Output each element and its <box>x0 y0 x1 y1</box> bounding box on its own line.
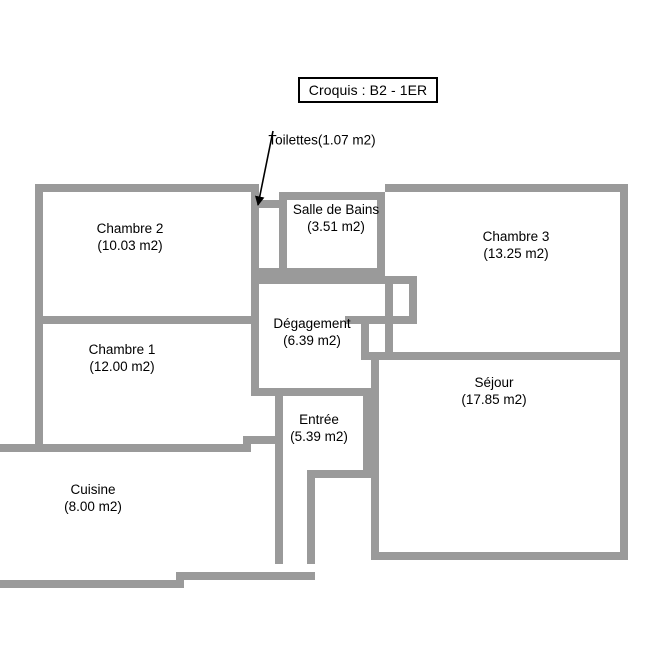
door-chambre1-degagement <box>243 316 259 324</box>
wall-entree-step-h <box>307 470 371 478</box>
wall-degagement-north <box>251 276 417 284</box>
walls-group <box>0 184 628 588</box>
wall-sejour-bottom <box>371 552 628 560</box>
wall-cuisine-bottom <box>0 580 184 588</box>
wall-entree-right-lower <box>307 470 315 564</box>
callout-arrow-line <box>255 130 274 206</box>
wall-cuisine-step-v <box>176 572 184 588</box>
wall-chambre2-top <box>35 184 259 192</box>
wall-sdb-top <box>279 192 385 200</box>
wall-degagement-stub-v <box>361 316 369 360</box>
wall-toilettes-right <box>251 200 259 276</box>
wall-chambre2-left <box>35 184 43 324</box>
wall-degagement-stub-h <box>345 316 417 324</box>
wall-chambre3-top <box>385 184 628 192</box>
wall-entree-right-upper <box>363 388 371 478</box>
wall-chambre1-left <box>35 316 43 452</box>
room-name-toilettes: Toilettes <box>268 132 318 148</box>
door-entree-cuisine-stub <box>243 436 251 452</box>
room-label-toilettes: Toilettes(1.07 m2) <box>268 132 375 149</box>
wall-chambre3-bottom <box>385 352 628 360</box>
wall-sdb-bottom <box>259 268 385 276</box>
toilettes-callout-arrow <box>255 130 274 206</box>
croquis-title-box: Croquis : B2 - 1ER <box>298 77 438 103</box>
wall-degagement-ne-right <box>409 276 417 324</box>
wall-degagement-east-lower <box>361 352 393 360</box>
wall-chambre3-right <box>620 184 628 360</box>
wall-degagement-left <box>251 276 259 396</box>
wall-sejour-right <box>620 360 628 560</box>
wall-chambre2-bottom <box>35 316 251 324</box>
room-area-toilettes: (1.07 m2) <box>317 132 376 148</box>
door-entree-cuisine <box>243 436 283 444</box>
croquis-title-text: Croquis : B2 - 1ER <box>308 81 428 98</box>
wall-toilettes-top <box>251 200 287 208</box>
wall-sdb-right <box>377 192 385 276</box>
wall-entree-left <box>275 388 283 564</box>
wall-cuisine-bottom-step-h <box>176 572 315 580</box>
wall-degagement-bottom <box>251 388 371 396</box>
wall-sejour-left <box>371 360 379 560</box>
wall-chambre1-bottom <box>0 444 251 452</box>
door-marks-group <box>243 316 283 452</box>
wall-sdb-left <box>279 200 287 276</box>
